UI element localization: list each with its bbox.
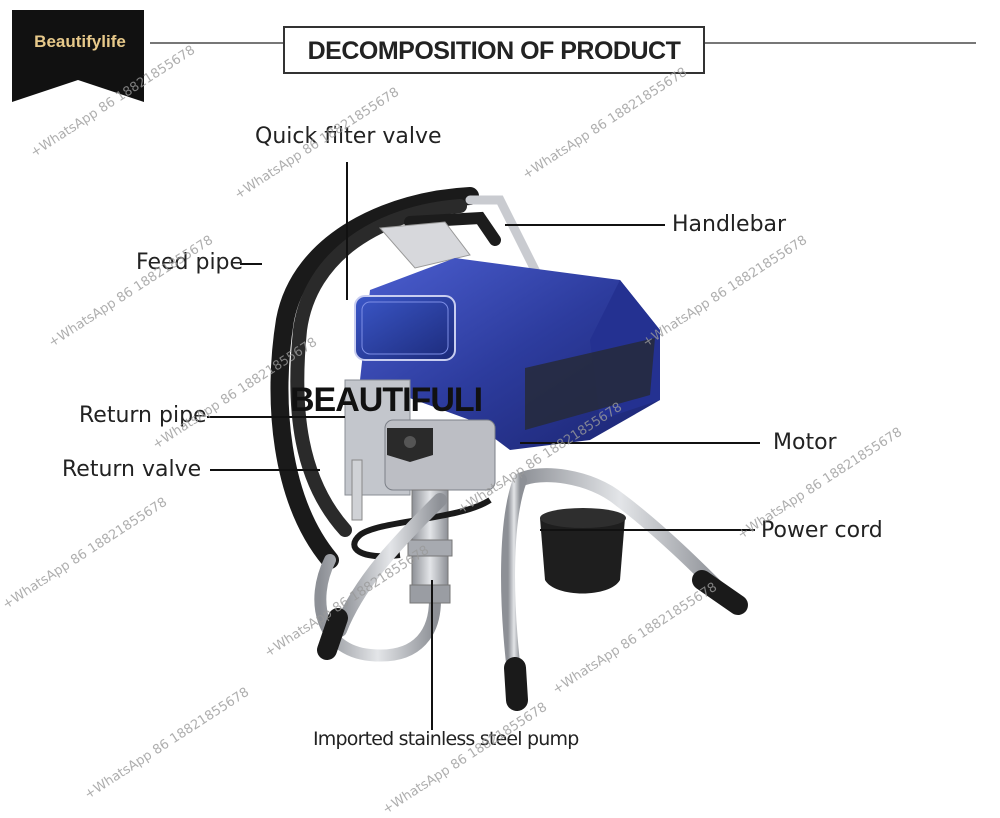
label-handlebar: Handlebar — [672, 212, 787, 237]
accessory-cup-rim — [540, 508, 626, 528]
center-watermark: BEAUTIFULI — [290, 381, 483, 419]
brand-badge: Beautifylife — [12, 10, 144, 102]
label-motor: Motor — [773, 430, 837, 455]
header-rule-left — [150, 42, 284, 44]
display-bezel — [361, 301, 449, 355]
label-return-pipe: Return pipe — [79, 403, 207, 428]
stand-legs — [333, 468, 727, 687]
handlebar-grip — [404, 211, 501, 246]
suction-tube — [314, 554, 441, 662]
filter-housing — [378, 221, 471, 269]
hose-group — [270, 187, 479, 569]
handlebar-frame — [465, 195, 550, 295]
label-quick-filter-valve: Quick filter valve — [255, 124, 442, 149]
pressure-knob-cap — [404, 436, 416, 448]
header-rule-right — [704, 42, 976, 44]
leader-lines — [207, 162, 760, 730]
brand-name: Beautifylife — [34, 32, 126, 51]
pump-inlet — [409, 584, 451, 604]
return-valve — [351, 459, 363, 521]
label-feed-pipe: Feed pipe — [136, 250, 244, 275]
leg-foot-left — [317, 608, 348, 660]
power-cord — [351, 497, 492, 560]
page-title: DECOMPOSITION OF PRODUCT — [307, 37, 681, 65]
accessory-cup — [540, 518, 625, 594]
brand-badge-shape — [12, 10, 144, 102]
control-display — [354, 295, 456, 361]
pump-nut — [407, 539, 453, 557]
motor-vent-panel — [525, 338, 655, 430]
label-return-valve: Return valve — [62, 457, 202, 482]
label-power-cord: Power cord — [761, 518, 883, 543]
header-box: DECOMPOSITION OF PRODUCT — [283, 26, 705, 74]
leg-foot-front — [504, 657, 528, 711]
leg-foot-right — [692, 570, 748, 615]
label-pump: Imported stainless steel pump — [313, 728, 579, 750]
